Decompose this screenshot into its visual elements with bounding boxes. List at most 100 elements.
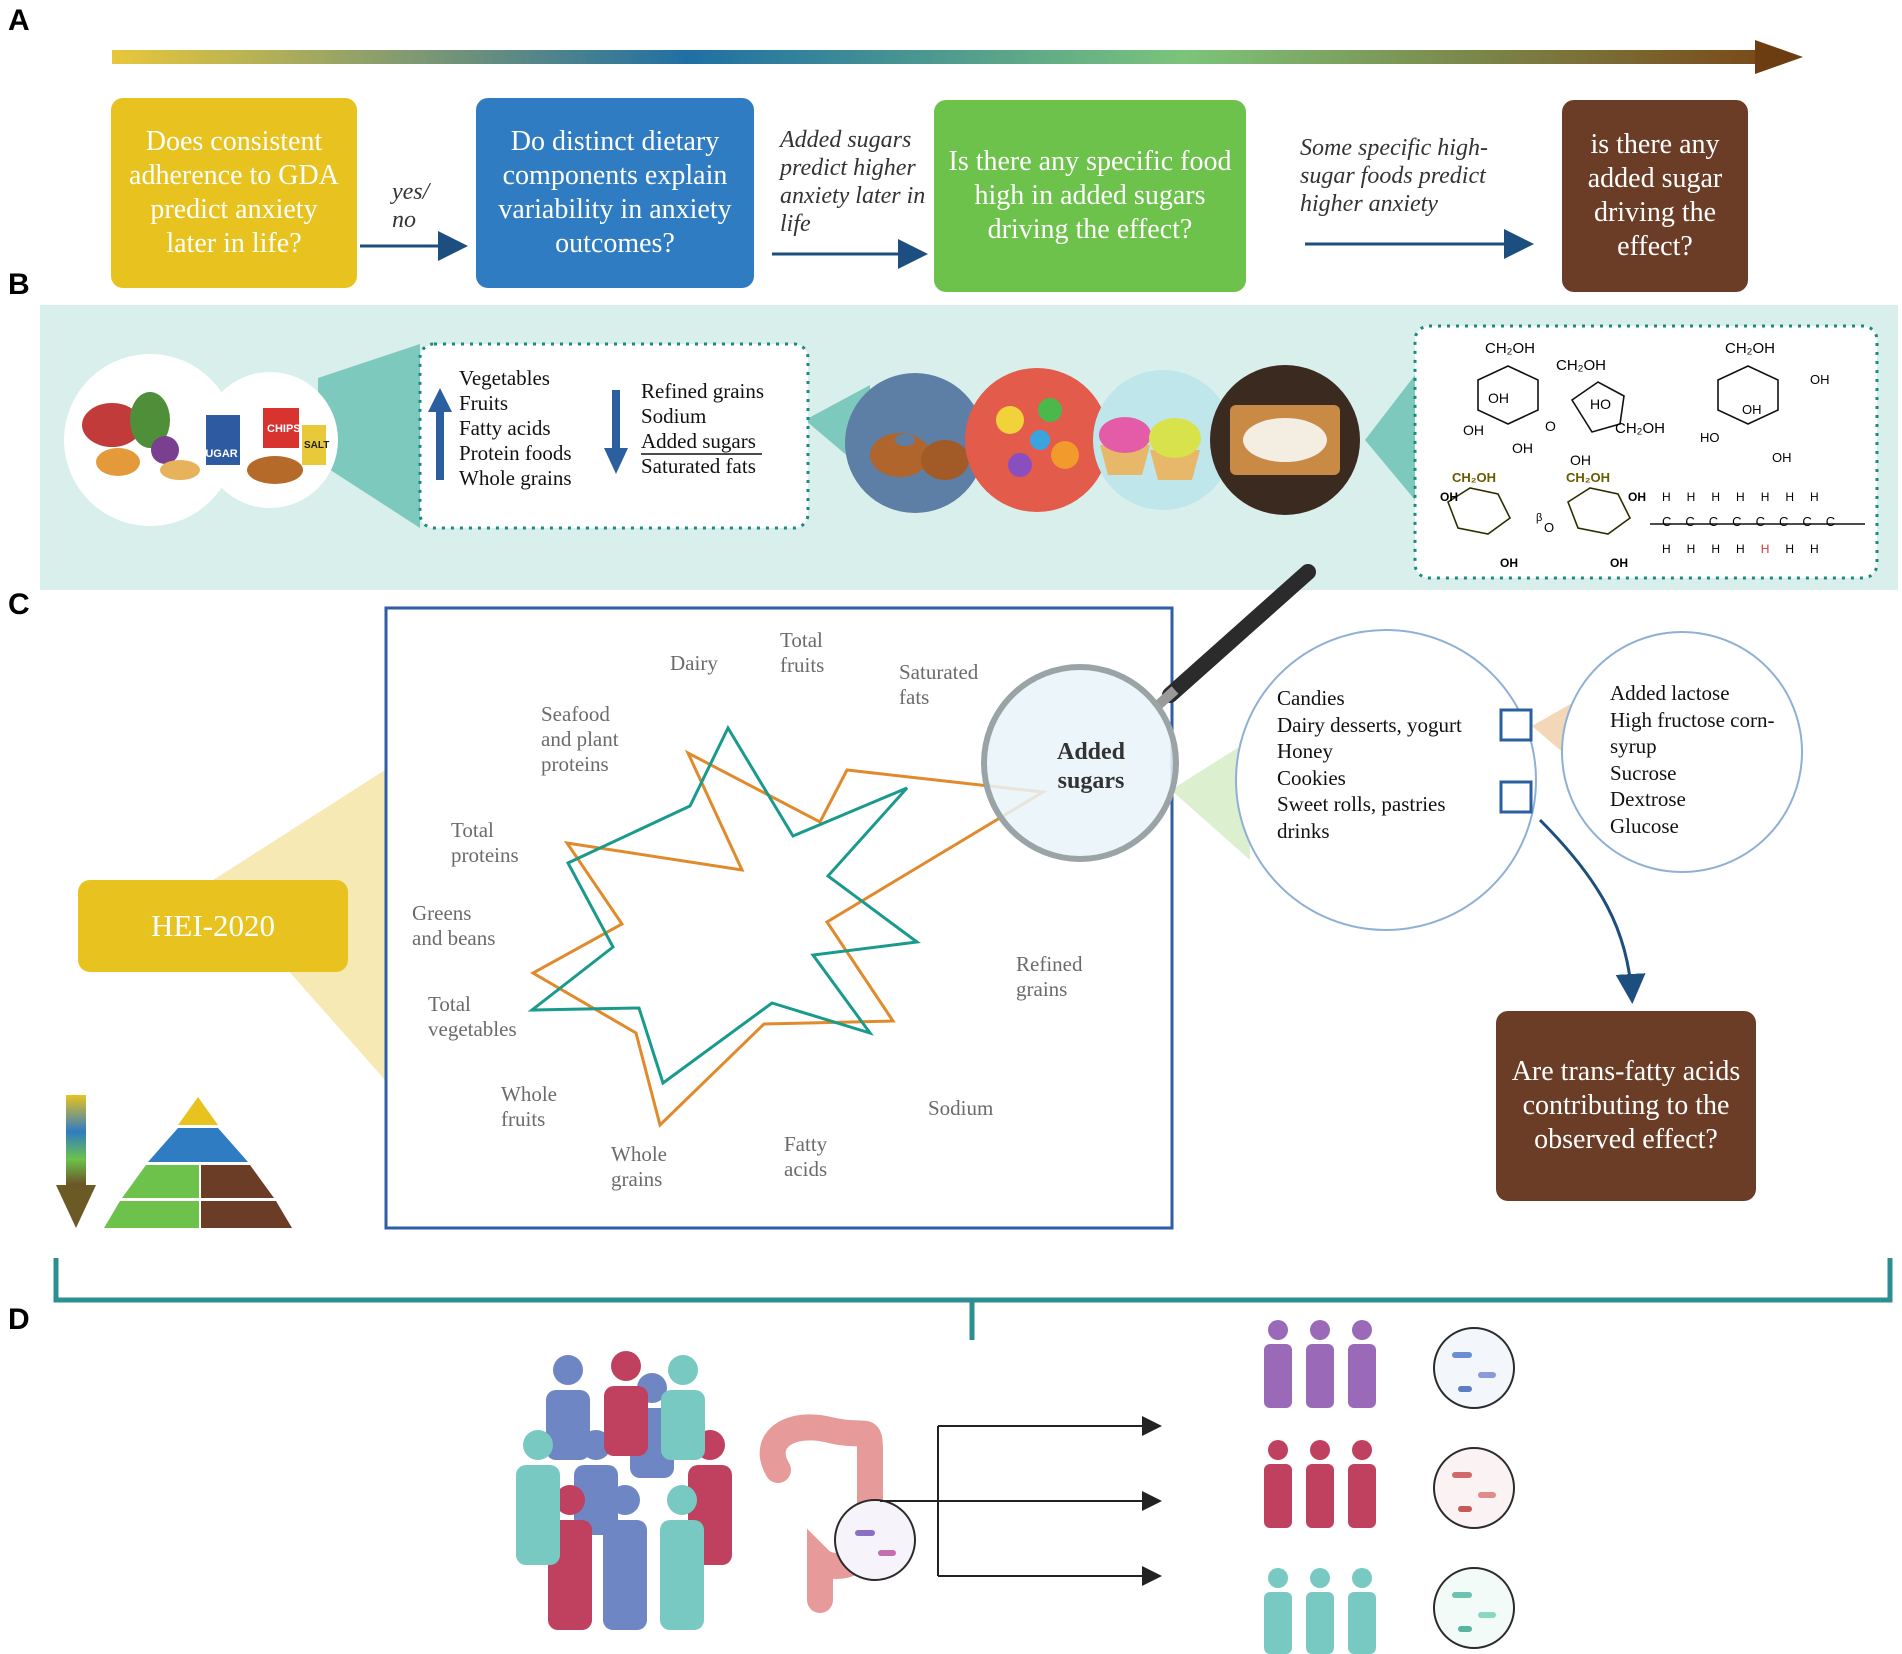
trans-fat-question-box: Are trans-fatty acids contributing to th…: [1496, 1011, 1756, 1201]
radar-label-refined-grains: Refined grains: [1016, 952, 1083, 1001]
radar-label-greens: Greens and beans: [412, 901, 496, 950]
chem-label: OH: [1488, 390, 1509, 406]
list-item: Honey: [1277, 739, 1333, 763]
radar-label-dairy: Dairy: [670, 651, 718, 675]
chem-label: HO: [1700, 430, 1720, 445]
chem-label: H: [1760, 542, 1786, 556]
chem-label: H: [1785, 542, 1811, 556]
chem-label: H: [1662, 542, 1687, 556]
list-item: Fruits: [459, 391, 509, 415]
chem-label: H: [1810, 490, 1835, 504]
chem-label: H: [1810, 542, 1835, 556]
marker-square-1: [1499, 708, 1533, 742]
chem-label-h-bottom: HHHHHHH: [1662, 542, 1835, 556]
question-1-text: Does consistent adherence to GDA predict…: [129, 126, 339, 259]
up-arrow-icon: [428, 388, 452, 480]
list-item: Whole grains: [459, 466, 572, 490]
link-3-text: Some specific high-sugar foods predict h…: [1300, 135, 1488, 217]
stratification-arrows: [880, 1416, 1162, 1586]
chem-label: H: [1711, 542, 1737, 556]
link-2-text: Added sugars predict higher anxiety late…: [780, 127, 926, 237]
list-item: drinks: [1277, 818, 1330, 843]
question-1-box: Does consistent adherence to GDA predict…: [111, 98, 357, 288]
list-item: Fatty acids: [459, 416, 551, 440]
list-item: Added lactose: [1610, 681, 1730, 705]
chem-label: C: [1708, 514, 1733, 529]
chem-label: C: [1685, 514, 1709, 529]
chem-label: CH₂OH: [1485, 340, 1535, 357]
question-2-box: Do distinct dietary components explain v…: [476, 98, 754, 288]
chem-label: OH: [1628, 490, 1646, 504]
radar-label-total-fruits: Total fruits: [780, 628, 825, 677]
food-image-1: [64, 354, 236, 526]
chemistry-box: [1413, 324, 1879, 580]
chem-label: CH₂OH: [1615, 420, 1665, 437]
food-image-4: [965, 368, 1109, 512]
radar-label-seafood: Seafood and plant proteins: [541, 702, 619, 776]
list-item: Refined grains: [641, 379, 765, 403]
chem-label: C: [1732, 514, 1756, 529]
magnifier-icon: [981, 564, 1316, 862]
chem-label: CH₂OH: [1725, 340, 1775, 357]
arrow-to-trans-fat: [1538, 818, 1646, 1004]
radar-series-teal: [527, 724, 921, 1086]
down-arrow-icon: [604, 390, 628, 474]
chem-label-h-top: HHHHHHH: [1662, 490, 1835, 504]
magnifier-label: Added sugars: [1056, 739, 1126, 794]
panel-label-b: B: [8, 268, 30, 301]
food-pyramid-icon: [104, 1097, 292, 1228]
chem-label: CH₂OH: [1556, 357, 1606, 374]
list-item: Added sugars: [641, 429, 756, 453]
chem-label: H: [1686, 490, 1712, 504]
food-label-sugar: SUGAR: [198, 448, 238, 460]
list-item: Dextrose: [1610, 787, 1686, 811]
chem-label: H: [1711, 490, 1737, 504]
radar-series-orange: [529, 749, 1048, 1128]
chem-label-chain: CCCCCCCC: [1662, 514, 1849, 529]
hei-box: HEI-2020: [78, 880, 348, 972]
list-item: Protein foods: [459, 441, 572, 465]
sugary-food-list: Candies Dairy desserts, yogurt Honey Coo…: [1277, 685, 1462, 844]
subgroup-teal-icon: [1264, 1568, 1376, 1654]
question-4-box: is there any added sugar driving the eff…: [1562, 100, 1748, 292]
radar-label-saturated-fats: Saturated fats: [899, 660, 979, 709]
progression-arrow: [112, 40, 1803, 74]
added-sugar-list: Added lactose High fructose corn- syrup …: [1610, 680, 1774, 839]
chem-label: OH: [1742, 402, 1762, 417]
food-label-salt: SALT: [304, 440, 330, 451]
question-2-text: Do distinct dietary components explain v…: [498, 126, 732, 259]
food-image-6: [1210, 365, 1360, 515]
question-3-box: Is there any specific food high in added…: [934, 100, 1246, 292]
radar-label-total-vegetables: Total vegetables: [428, 992, 517, 1041]
population-crowd-icon: [516, 1351, 732, 1630]
sugar-list-circle: [1561, 631, 1803, 873]
chem-label: C: [1755, 514, 1779, 529]
list-item: Dairy desserts, yogurt: [1277, 712, 1462, 737]
chem-label: C: [1825, 514, 1850, 529]
chem-label: β: [1536, 512, 1543, 524]
chem-label: C: [1662, 514, 1686, 529]
panel-d-bracket: [53, 1258, 1893, 1340]
intestine-icon: [759, 1414, 916, 1613]
radar-label-whole-fruits: Whole fruits: [501, 1082, 557, 1131]
chem-label: OH: [1440, 490, 1458, 504]
increase-list: Vegetables Fruits Fatty acids Protein fo…: [459, 366, 572, 491]
marker-square-2: [1499, 780, 1533, 814]
trans-fat-question-text: Are trans-fatty acids contributing to th…: [1511, 1056, 1741, 1155]
food-list-circle: [1235, 629, 1537, 931]
list-item: Cookies: [1277, 765, 1346, 790]
chemical-structures: [1447, 365, 1865, 535]
list-item: Candies: [1277, 686, 1345, 710]
chem-label: HO: [1590, 396, 1611, 412]
chem-label: H: [1785, 490, 1811, 504]
microbiome-teal-icon: [1433, 1567, 1515, 1649]
panel-label-a: A: [8, 4, 30, 37]
cone-3: [1365, 375, 1415, 500]
link-1-text: yes/ no: [392, 179, 430, 233]
list-item: Sucrose: [1610, 760, 1677, 785]
list-item: Vegetables: [459, 366, 550, 390]
question-3-text: Is there any specific food high in added…: [948, 146, 1232, 245]
subgroup-purple-icon: [1264, 1320, 1376, 1408]
chem-label: CH₂OH: [1452, 470, 1497, 485]
